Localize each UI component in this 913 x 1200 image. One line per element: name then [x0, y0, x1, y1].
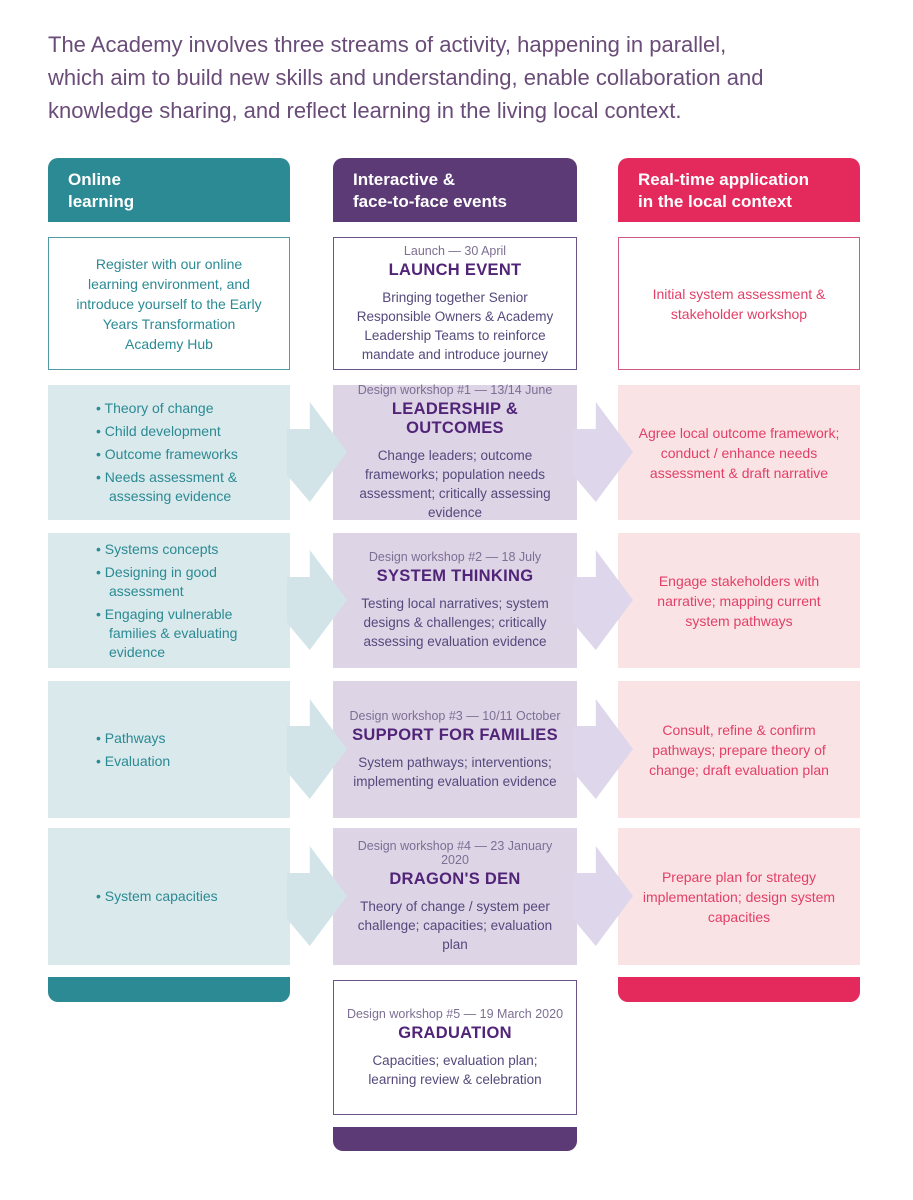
event-workshop4-title: DRAGON'S DEN: [389, 870, 521, 888]
local-step-engage-box: Engage stakeholders with narrative; mapp…: [618, 533, 860, 668]
event-workshop2-body: Testing local narratives; system designs…: [361, 596, 549, 649]
event-graduation-body: Capacities; evaluation plan; learning re…: [368, 1052, 542, 1087]
event-launch-body: Bringing together Senior Responsible Own…: [356, 289, 554, 362]
online-topics-box-3: Pathways Evaluation: [48, 681, 290, 818]
online-topics-list-1: Theory of change Child development Outco…: [48, 395, 290, 510]
header-online-learning: Online learning: [48, 158, 290, 222]
event-workshop1-date: Design workshop #1 — 13/14 June: [357, 383, 553, 397]
online-step-register-box: Register with our online learning enviro…: [48, 237, 290, 370]
intro-text: The Academy involves three streams of ac…: [48, 32, 764, 123]
event-workshop4-date: Design workshop #4 — 23 January 2020: [357, 839, 553, 867]
local-step-outcome-box: Agree local outcome framework; conduct /…: [618, 385, 860, 520]
event-launch-date: Launch — 30 April: [403, 243, 507, 258]
event-workshop2-box: Design workshop #2 — 18 July SYSTEM THIN…: [333, 533, 577, 668]
local-step-strategy-box: Prepare plan for strategy implementation…: [618, 828, 860, 965]
event-launch-title: LAUNCH EVENT: [388, 260, 522, 279]
header-real-time-application: Real-time application in the local conte…: [618, 158, 860, 222]
online-step-register-text: Register with our online learning enviro…: [76, 255, 262, 352]
bullet-item: Needs assessment & assessing evidence: [96, 468, 276, 506]
event-workshop3-box: Design workshop #3 — 10/11 October SUPPO…: [333, 681, 577, 818]
event-workshop3-body: System pathways; interventions; implemen…: [353, 754, 557, 789]
bullet-item: Pathways: [96, 729, 276, 748]
event-workshop2-title: SYSTEM THINKING: [376, 567, 534, 585]
header-interactive-events: Interactive & face-to-face events: [333, 158, 577, 222]
event-workshop2-date: Design workshop #2 — 18 July: [368, 550, 542, 564]
event-workshop4-box: Design workshop #4 — 23 January 2020 DRA…: [333, 828, 577, 965]
online-topics-list-2: Systems concepts Designing in good asses…: [48, 536, 290, 666]
event-workshop1-box: Design workshop #1 — 13/14 June LEADERSH…: [333, 383, 577, 520]
bullet-item: Evaluation: [96, 752, 276, 771]
event-workshop1-body: Change leaders; outcome frameworks; popu…: [359, 448, 551, 520]
event-graduation-title: GRADUATION: [398, 1023, 512, 1042]
event-workshop4-body: Theory of change / system peer challenge…: [357, 899, 553, 952]
event-workshop3-title: SUPPORT FOR FAMILIES: [352, 725, 558, 744]
online-topics-box-1: Theory of change Child development Outco…: [48, 385, 290, 520]
online-stream-end-bar: [48, 977, 290, 1002]
bullet-item: Outcome frameworks: [96, 445, 276, 464]
event-workshop1-title: LEADERSHIP & OUTCOMES: [391, 400, 519, 437]
local-step-strategy-text: Prepare plan for strategy implementation…: [642, 868, 836, 925]
event-workshop3-date: Design workshop #3 — 10/11 October: [349, 708, 561, 723]
bullet-item: Child development: [96, 422, 276, 441]
events-stream-end-bar: [333, 1127, 577, 1151]
online-topics-box-4: System capacities: [48, 828, 290, 965]
local-step-pathways-box: Consult, refine & confirm pathways; prep…: [618, 681, 860, 818]
bullet-item: Designing in good assessment: [96, 563, 276, 601]
event-graduation-date: Design workshop #5 — 19 March 2020: [346, 1006, 564, 1021]
local-step-pathways-text: Consult, refine & confirm pathways; prep…: [649, 721, 829, 778]
bullet-item: Engaging vulnerable families & evaluatin…: [96, 605, 276, 662]
event-graduation-box: Design workshop #5 — 19 March 2020 GRADU…: [333, 980, 577, 1115]
local-stream-end-bar: [618, 977, 860, 1002]
local-step-initial-box: Initial system assessment & stakeholder …: [618, 237, 860, 370]
online-topics-box-2: Systems concepts Designing in good asses…: [48, 533, 290, 668]
bullet-item: Theory of change: [96, 399, 276, 418]
bullet-item: System capacities: [96, 887, 276, 906]
local-step-initial-text: Initial system assessment & stakeholder …: [652, 285, 826, 322]
event-launch-box: Launch — 30 April LAUNCH EVENT Bringing …: [333, 237, 577, 370]
online-topics-list-4: System capacities: [48, 883, 290, 910]
bullet-item: Systems concepts: [96, 540, 276, 559]
online-topics-list-3: Pathways Evaluation: [48, 725, 290, 775]
local-step-engage-text: Engage stakeholders with narrative; mapp…: [657, 572, 821, 629]
local-step-outcome-text: Agree local outcome framework; conduct /…: [638, 424, 840, 481]
